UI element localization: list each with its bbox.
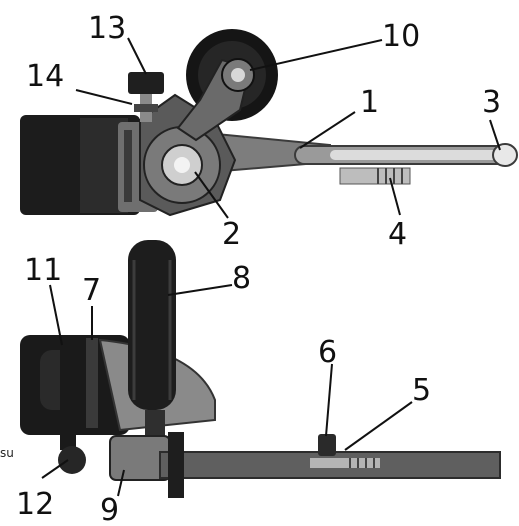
guard-clamp	[58, 338, 98, 474]
callout-9: 9	[100, 493, 119, 526]
lower-arm	[109, 432, 501, 498]
pulley-wheel	[176, 29, 278, 142]
clamp-knob	[128, 72, 164, 122]
leader-lines	[41, 37, 501, 497]
callout-14: 14	[26, 59, 64, 94]
callout-13: 13	[88, 11, 126, 46]
callout-1: 1	[360, 85, 379, 120]
callout-10: 10	[382, 19, 420, 54]
grinder-body-bottom	[20, 335, 216, 435]
callout-12: 12	[16, 487, 54, 522]
callout-3: 3	[482, 85, 501, 120]
callout-4: 4	[388, 217, 407, 252]
callout-11: 11	[24, 253, 62, 288]
grinder-body-top	[20, 115, 158, 215]
callout-5: 5	[412, 373, 431, 408]
side-caption: su	[0, 446, 14, 460]
callout-2: 2	[222, 217, 241, 252]
tension-spring	[339, 167, 411, 185]
callout-6: 6	[318, 335, 337, 370]
side-handle	[128, 240, 176, 440]
callout-7: 7	[82, 273, 101, 308]
sanding-arm	[174, 128, 518, 177]
callout-8: 8	[232, 261, 251, 296]
